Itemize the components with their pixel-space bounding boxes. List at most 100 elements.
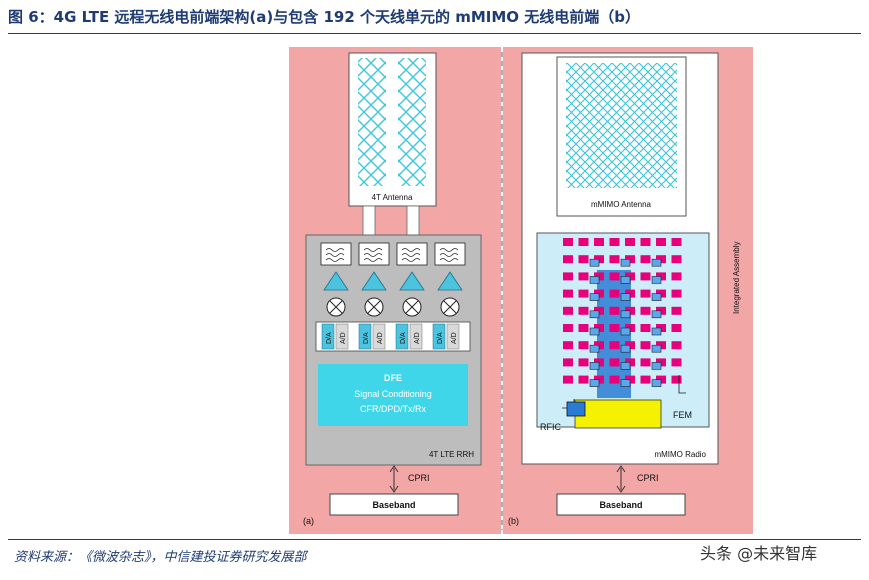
converter-ad-label: A/D <box>377 332 384 344</box>
panel-a: 4T Antenna <box>303 52 482 526</box>
fem-chip <box>651 362 662 370</box>
rfic-label: RFIC <box>540 422 561 432</box>
filter-icon <box>320 242 352 266</box>
filter-icon <box>434 242 466 266</box>
antenna-element <box>578 238 589 246</box>
converter-da-label: D/A <box>437 332 444 344</box>
antenna-element <box>609 358 620 367</box>
antenna-element <box>578 255 589 264</box>
fem-chip <box>620 344 631 353</box>
converter-da-label: D/A <box>326 332 333 344</box>
antenna-element <box>563 272 573 281</box>
figure-title: 图 6：4G LTE 远程无线电前端架构(a)与包含 192 个天线单元的 mM… <box>8 8 640 26</box>
feed-line-left <box>362 205 376 236</box>
converter-da <box>395 323 409 350</box>
fem-chip <box>589 258 600 267</box>
antenna-element <box>563 375 573 384</box>
converter-ad <box>372 323 386 350</box>
antenna-element <box>578 272 589 281</box>
antenna-element <box>609 341 620 350</box>
fem-chip <box>589 362 600 370</box>
antenna-element <box>640 272 651 281</box>
fem-chip <box>620 310 631 319</box>
panel-b: mMIMO Antenna RFIC FEM mMIMO Radio Integ… <box>508 52 741 526</box>
antenna-element <box>578 358 589 367</box>
panel-tag: (a) <box>303 516 314 526</box>
mixer-icon <box>364 297 384 317</box>
baseband-label: Baseband <box>599 500 642 510</box>
antenna-element <box>578 306 589 315</box>
antenna-element <box>640 341 651 350</box>
converter-ad <box>409 323 423 350</box>
cpri-label: CPRI <box>408 473 430 483</box>
fem-chip <box>589 344 600 353</box>
radio-label: mMIMO Radio <box>654 450 706 459</box>
converter-da-label: D/A <box>400 332 407 344</box>
baseband-box <box>556 493 686 516</box>
antenna-element <box>609 306 620 315</box>
antenna-element <box>671 358 682 367</box>
converter-da <box>358 323 372 350</box>
fem-chip <box>620 293 631 301</box>
source-note: 资料来源：《微波杂志》，中信建投证券研究发展部 <box>14 550 307 565</box>
converter-da-label: D/A <box>363 332 370 344</box>
converter-da <box>432 323 446 350</box>
fem-chip <box>651 344 662 353</box>
rrh-label: 4T LTE RRH <box>429 450 474 459</box>
antenna-element <box>609 289 620 298</box>
fem-chip <box>589 293 600 301</box>
fem-chip <box>620 276 631 284</box>
antenna-4t-label: 4T Antenna <box>372 193 413 202</box>
mixer-row <box>326 297 460 317</box>
antenna-element <box>578 375 589 384</box>
filter-icon <box>358 242 390 266</box>
antenna-element <box>640 306 651 315</box>
antenna-element <box>671 289 682 298</box>
amplifier-icon <box>437 271 463 291</box>
converter-ad-label: A/D <box>340 332 347 344</box>
antenna-element <box>640 375 651 384</box>
cpri-label: CPRI <box>637 473 659 483</box>
baseband-box <box>329 493 459 516</box>
fem-chip <box>651 379 662 387</box>
rfic-block <box>574 399 662 429</box>
antenna-element <box>609 375 620 384</box>
antenna-element <box>625 238 635 246</box>
antenna-element <box>640 358 651 367</box>
antenna-element <box>563 289 573 298</box>
antenna-element <box>578 289 589 298</box>
fem-chip <box>620 379 631 387</box>
mixer-icon <box>440 297 460 317</box>
fem-chip <box>620 327 631 336</box>
element-grid <box>563 238 682 398</box>
antenna-element <box>563 306 573 315</box>
fem-chip <box>651 310 662 319</box>
converter-ad-label: A/D <box>451 332 458 344</box>
antenna-element <box>594 238 604 246</box>
antenna-mmimo-label: mMIMO Antenna <box>591 200 652 209</box>
antenna-4t-array-left <box>358 58 386 186</box>
antenna-element <box>640 289 651 298</box>
fem-chip <box>651 258 662 267</box>
dfe-title: DFE <box>384 373 402 383</box>
fem-chip <box>620 362 631 370</box>
antenna-element <box>609 255 620 264</box>
fem-chip <box>589 276 600 284</box>
amplifier-icon <box>361 271 387 291</box>
fem-label: FEM <box>673 410 692 420</box>
fem-chip <box>651 276 662 284</box>
fem-chip <box>651 327 662 336</box>
antenna-element <box>640 255 651 264</box>
converter-ad <box>335 323 349 350</box>
panel-tag: (b) <box>508 516 519 526</box>
feed-line-right <box>406 205 420 236</box>
dfe-line1: Signal Conditioning <box>354 389 432 399</box>
dfe-block <box>318 364 468 426</box>
fem-chip <box>589 327 600 336</box>
antenna-element <box>609 272 620 281</box>
antenna-element <box>609 324 620 332</box>
assembly-label: Integrated Assembly <box>732 242 741 314</box>
antenna-element <box>671 375 682 384</box>
antenna-element <box>656 238 666 246</box>
